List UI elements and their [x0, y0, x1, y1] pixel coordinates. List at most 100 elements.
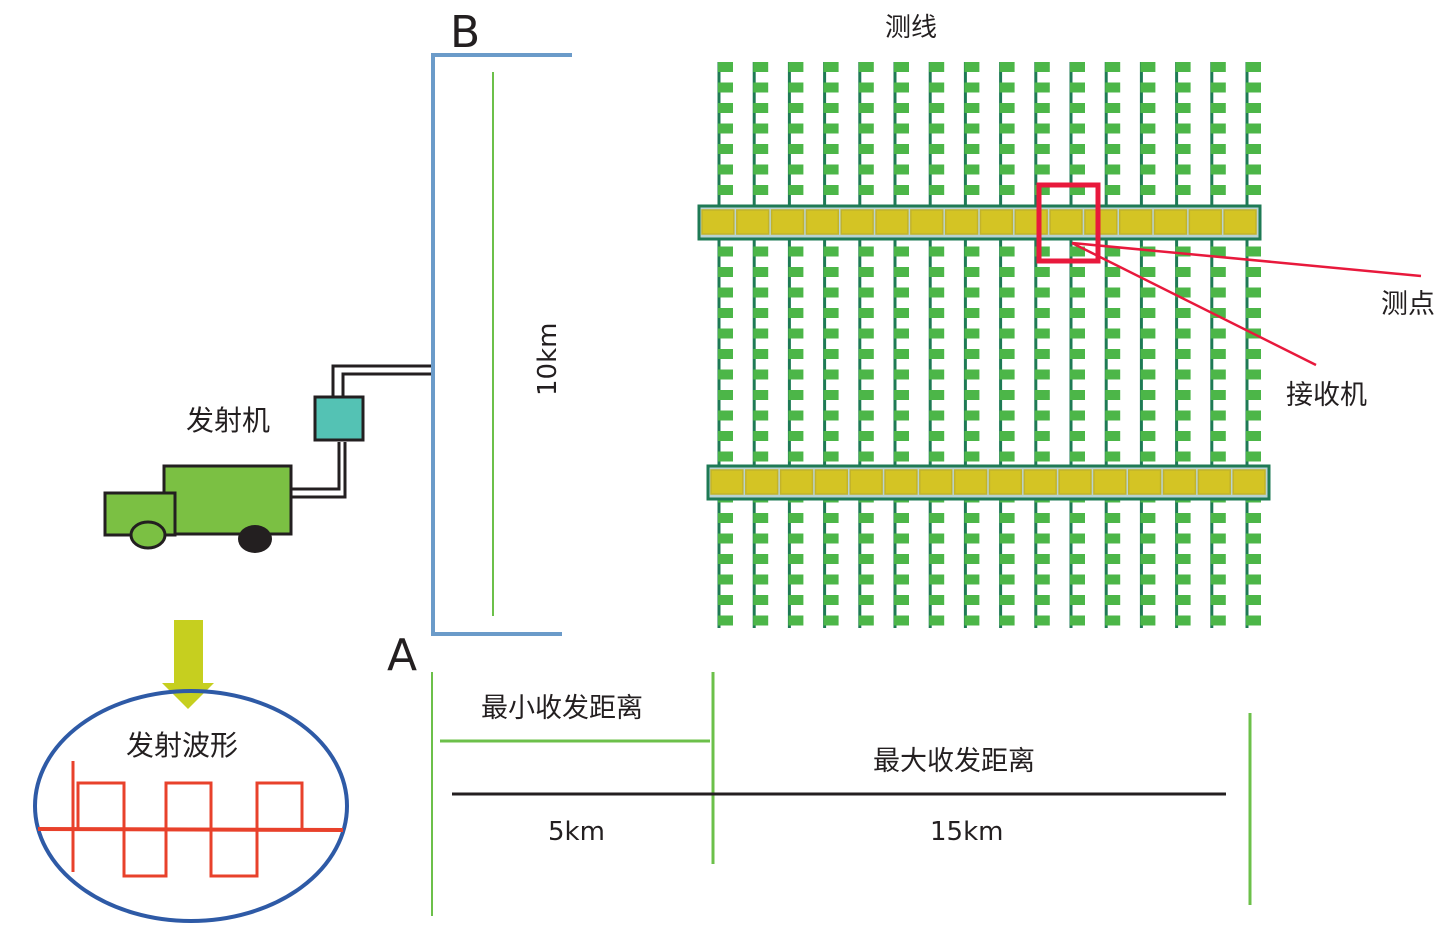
- survey-station-marker: [753, 513, 769, 523]
- survey-station-marker: [753, 287, 769, 298]
- receiver: [736, 209, 770, 235]
- survey-station-marker: [753, 574, 769, 585]
- survey-station-marker: [894, 62, 909, 72]
- survey-station-marker: [999, 349, 1015, 359]
- survey-station-marker: [1210, 82, 1226, 93]
- survey-station-marker: [823, 267, 839, 277]
- survey-station-marker: [1210, 533, 1226, 544]
- survey-station-marker: [718, 287, 733, 298]
- survey-station-marker: [1175, 513, 1191, 523]
- survey-station-marker: [823, 82, 839, 93]
- survey-station-marker: [1070, 533, 1085, 544]
- survey-station-marker: [753, 431, 769, 441]
- survey-station-marker: [1070, 615, 1085, 626]
- survey-station-marker: [929, 164, 945, 175]
- survey-station-marker: [718, 431, 733, 441]
- survey-station-marker: [788, 390, 804, 400]
- survey-station-marker: [1140, 574, 1156, 585]
- survey-station-marker: [929, 82, 945, 93]
- measurement-highlight-box: [1036, 182, 1101, 264]
- survey-station-marker: [753, 103, 769, 113]
- survey-station-marker: [1105, 123, 1121, 134]
- survey-station-marker: [964, 267, 980, 277]
- survey-station-marker: [929, 410, 945, 421]
- survey-station-marker: [858, 82, 874, 93]
- survey-station-marker: [894, 308, 909, 318]
- survey-station-marker: [718, 513, 733, 523]
- survey-station-marker: [753, 144, 769, 154]
- survey-line: [1139, 62, 1156, 628]
- survey-line: [928, 62, 945, 628]
- survey-station-marker: [823, 451, 839, 462]
- survey-station-marker: [1070, 103, 1085, 113]
- survey-station-marker: [1246, 287, 1261, 298]
- survey-station-marker: [929, 554, 945, 564]
- survey-station-marker: [1210, 328, 1226, 339]
- receiver: [910, 209, 944, 235]
- survey-station-marker: [1140, 410, 1156, 421]
- survey-station-marker: [858, 328, 874, 339]
- survey-station-marker: [1246, 390, 1261, 400]
- survey-station-marker: [964, 369, 980, 380]
- survey-station-marker: [929, 615, 945, 626]
- point-a-label: A: [387, 630, 417, 681]
- survey-station-marker: [858, 615, 874, 626]
- survey-line: [823, 62, 839, 628]
- survey-station-marker: [823, 595, 839, 605]
- receiver: [770, 209, 805, 235]
- survey-station-marker: [1034, 410, 1050, 421]
- survey-station-marker: [894, 267, 909, 277]
- survey-station-marker: [718, 328, 733, 339]
- survey-station-marker: [858, 595, 874, 605]
- survey-station-marker: [718, 246, 733, 257]
- survey-station-marker: [1210, 574, 1226, 585]
- survey-station-marker: [1105, 328, 1121, 339]
- survey-station-marker: [1246, 410, 1261, 421]
- survey-station-marker: [1246, 82, 1261, 93]
- survey-station-marker: [894, 103, 909, 113]
- survey-station-marker: [1246, 615, 1261, 626]
- survey-station-marker: [1246, 267, 1261, 277]
- survey-station-marker: [788, 103, 804, 113]
- survey-station-marker: [1140, 103, 1156, 113]
- survey-station-marker: [1175, 554, 1191, 564]
- receiver: [1084, 209, 1118, 235]
- survey-station-marker: [1175, 595, 1191, 605]
- point-b-label: B: [450, 7, 480, 58]
- receiver: [779, 469, 814, 495]
- survey-station-marker: [753, 62, 769, 72]
- receiver: [875, 209, 909, 235]
- survey-station-marker: [1034, 123, 1050, 134]
- survey-station-marker: [753, 185, 769, 195]
- survey-station-marker: [788, 369, 804, 380]
- survey-station-marker: [1070, 144, 1085, 154]
- survey-station-marker: [753, 369, 769, 380]
- survey-station-marker: [999, 123, 1015, 134]
- survey-station-marker: [823, 185, 839, 195]
- survey-station-marker: [788, 595, 804, 605]
- receiver: [1119, 209, 1153, 235]
- survey-station-marker: [929, 123, 945, 134]
- survey-station-marker: [894, 554, 909, 564]
- survey-line: [999, 62, 1015, 628]
- survey-station-marker: [1140, 82, 1156, 93]
- receiver: [1223, 209, 1257, 235]
- survey-station-marker: [1105, 62, 1121, 72]
- survey-line: [1069, 62, 1085, 628]
- survey-station-marker: [858, 451, 874, 462]
- pointer-measurement-point: [1071, 241, 1422, 278]
- survey-station-marker: [1246, 369, 1261, 380]
- survey-station-marker: [894, 123, 909, 134]
- survey-line: [752, 62, 769, 628]
- survey-station-marker: [1140, 554, 1156, 564]
- survey-station-marker: [823, 554, 839, 564]
- survey-station-marker: [1034, 431, 1050, 441]
- receiver: [840, 209, 874, 235]
- survey-station-marker: [1246, 595, 1261, 605]
- survey-station-marker: [1210, 451, 1226, 462]
- survey-station-marker: [894, 185, 909, 195]
- survey-station-marker: [788, 533, 804, 544]
- survey-station-marker: [1034, 62, 1050, 72]
- survey-station-marker: [1034, 103, 1050, 113]
- survey-station-marker: [1034, 451, 1050, 462]
